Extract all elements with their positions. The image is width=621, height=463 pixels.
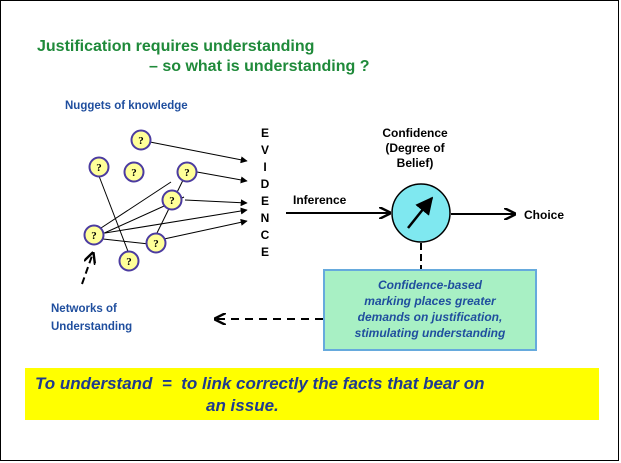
evidence-arrow [104,207,248,234]
nugget-mark: ? [184,167,190,179]
nugget-node: ? [145,232,167,254]
networks-pointer-arrow [81,253,93,285]
nugget-node: ? [176,161,198,183]
slide-title-line1: Justification requires understanding [37,38,315,55]
nugget-node: ? [123,161,145,183]
evidence-letter: E [260,126,269,140]
definition-banner: To understand = to link correctly the fa… [25,368,599,420]
callout-line: marking places greater [364,294,496,308]
network-link [100,181,172,229]
confidence-line: Confidence [382,126,448,140]
evidence-letter: C [260,228,270,242]
nuggets-label: Nuggets of knowledge [65,100,188,112]
evidence-arrow [196,171,248,184]
evidence-arrow [163,218,248,240]
nugget-mark: ? [153,238,159,250]
nugget-node: ? [83,224,105,246]
evidence-letter: D [260,177,270,191]
callout-box: Confidence-based marking places greater … [323,269,537,351]
nugget-node: ? [88,156,110,178]
networks-line: Understanding [51,321,133,333]
evidence-letter: N [260,211,270,225]
callout-line: Confidence-based [377,278,482,292]
evidence-arrows [104,141,248,240]
nugget-mark: ? [91,230,97,242]
callout-line: demands on justification, [357,310,503,324]
choice-label: Choice [524,208,565,222]
nugget-mark: ? [126,256,132,268]
evidence-letter: E [260,245,269,259]
definition-line2: an issue. [206,396,279,415]
nugget-node: ? [130,129,152,151]
networks-label: Networks of Understanding [51,300,132,336]
nugget-node: ? [118,250,140,272]
callout-line: stimulating understanding [354,326,506,340]
confidence-gauge [391,183,451,243]
confidence-line: (Degree of [385,141,445,155]
evidence-letter: V [260,143,269,157]
network-link [102,238,150,245]
inference-label: Inference [293,193,347,207]
evidence-letter: E [260,194,269,208]
evidence-arrow [184,199,248,207]
nugget-mark: ? [169,195,175,207]
nugget-mark: ? [131,167,137,179]
networks-line: Networks of [51,303,117,315]
nugget-mark: ? [138,135,144,147]
nugget-mark: ? [96,162,102,174]
network-links [98,171,188,255]
definition-line1: To understand = to link correctly the fa… [35,374,485,393]
confidence-line: Belief) [396,156,434,170]
evidence-letter: I [263,160,267,174]
network-link [98,175,130,255]
gauge-needle [407,196,434,229]
confidence-label: Confidence (Degree of Belief) [359,126,471,171]
nugget-nodes: ? ? ? ? ? ? ? ? [83,129,198,272]
evidence-arrow [149,141,248,164]
slide-title-line2: – so what is understanding ? [149,58,370,75]
nugget-node: ? [161,189,183,211]
